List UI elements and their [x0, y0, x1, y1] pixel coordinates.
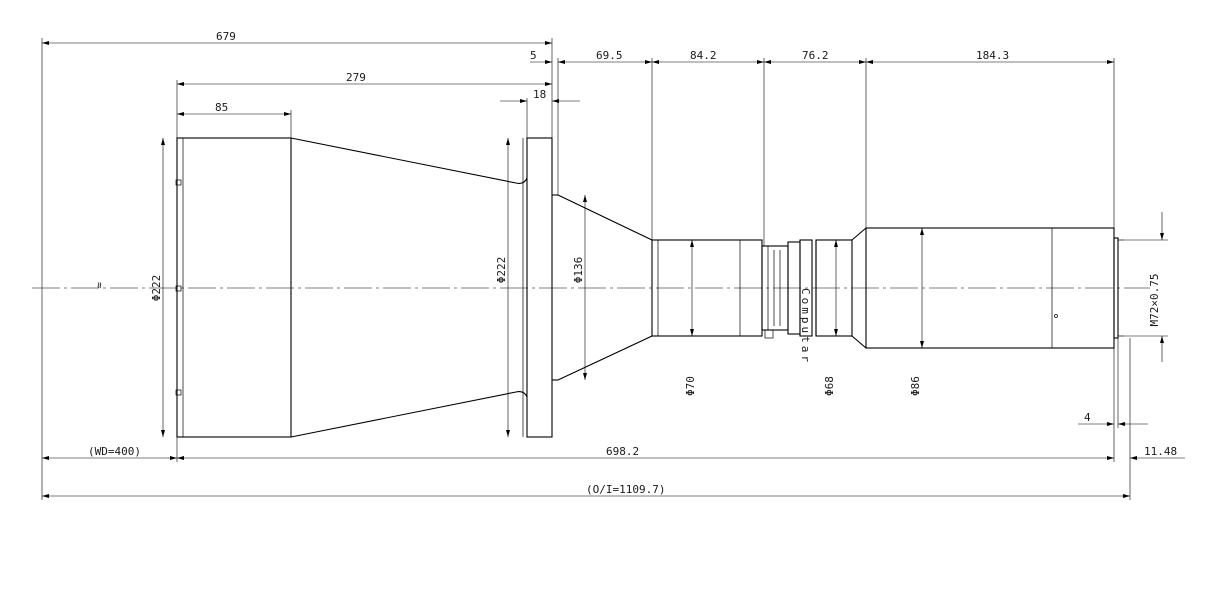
dim-76-2: 76.2 [802, 49, 829, 62]
dim-5: 5 [530, 49, 537, 62]
dimension-arrowhead [161, 138, 165, 145]
dimension-arrowhead [1130, 456, 1137, 460]
dimension-arrowhead [177, 456, 184, 460]
tube-68 [815, 227, 867, 349]
dimension-arrowhead [177, 112, 184, 116]
dim-oi: (O/I=1109.7) [586, 483, 665, 496]
dimension-arrowhead [1118, 422, 1125, 426]
conical-body [290, 137, 528, 438]
dia-tube-70: Φ70 [684, 376, 697, 396]
dimension-arrowhead [1123, 494, 1130, 498]
dimension-arrowhead [558, 60, 565, 64]
dimension-arrowhead [545, 60, 552, 64]
ring-engraving: Computar [799, 288, 812, 365]
dim-85: 85 [215, 101, 228, 114]
dimension-arrowhead [866, 60, 873, 64]
dimension-arrowhead [1160, 336, 1164, 343]
dia-tube-68: Φ68 [823, 376, 836, 396]
dim-279: 279 [346, 71, 366, 84]
dim-wd: (WD=400) [88, 445, 141, 458]
dimension-arrowhead [284, 112, 291, 116]
thread-m72: M72×0.75 [1148, 274, 1161, 327]
dimension-arrowhead [645, 60, 652, 64]
dimension-arrowhead [552, 99, 559, 103]
coupler-ring: Computar [761, 239, 817, 365]
dia-flange-222: Φ222 [495, 257, 508, 284]
dimension-arrowhead [1107, 456, 1114, 460]
dimension-arrowhead [920, 341, 924, 348]
dimension-arrowhead [834, 240, 838, 247]
dim-184-3: 184.3 [976, 49, 1009, 62]
dimension-arrowhead [545, 82, 552, 86]
dimension-arrowhead [506, 430, 510, 437]
dim-698-2: 698.2 [606, 445, 639, 458]
dimension-arrowhead [1160, 233, 1164, 240]
dimension-arrowhead [757, 60, 764, 64]
dimension-arrowhead [506, 138, 510, 145]
dimension-lines [41, 38, 1185, 500]
dimension-arrowhead [545, 41, 552, 45]
front-housing [175, 137, 292, 438]
dimension-arrowhead [690, 240, 694, 247]
dimension-arrowhead [690, 329, 694, 336]
dimension-arrowhead [161, 430, 165, 437]
dimension-arrowhead [177, 82, 184, 86]
dim-69-5: 69.5 [596, 49, 623, 62]
mounting-flange [522, 137, 553, 438]
dim-679: 679 [216, 30, 236, 43]
dimension-arrowhead [42, 456, 49, 460]
dia-barrel-86: Φ86 [909, 376, 922, 396]
dimension-arrowhead [583, 195, 587, 202]
dia-front-222: Φ222 [150, 275, 163, 302]
dimension-arrowhead [834, 329, 838, 336]
arrowheads [42, 41, 1164, 498]
dia-cone-136: Φ136 [572, 257, 585, 284]
dimension-arrowhead [764, 60, 771, 64]
dim-18: 18 [533, 88, 546, 101]
axis-break-symbol: ≈ [93, 282, 106, 289]
dimension-arrowhead [1107, 422, 1114, 426]
dim-84-2: 84.2 [690, 49, 717, 62]
dimension-arrowhead [1107, 60, 1114, 64]
dim-4: 4 [1084, 411, 1091, 424]
dimension-arrowhead [920, 228, 924, 235]
dimension-arrowhead [859, 60, 866, 64]
dimension-arrowhead [42, 494, 49, 498]
dimension-arrowhead [583, 373, 587, 380]
dimension-arrowhead [520, 99, 527, 103]
dimension-arrowhead [170, 456, 177, 460]
dimension-arrowhead [652, 60, 659, 64]
rear-cone [552, 194, 653, 381]
dim-11-48: 11.48 [1144, 445, 1177, 458]
dimension-arrowhead [42, 41, 49, 45]
